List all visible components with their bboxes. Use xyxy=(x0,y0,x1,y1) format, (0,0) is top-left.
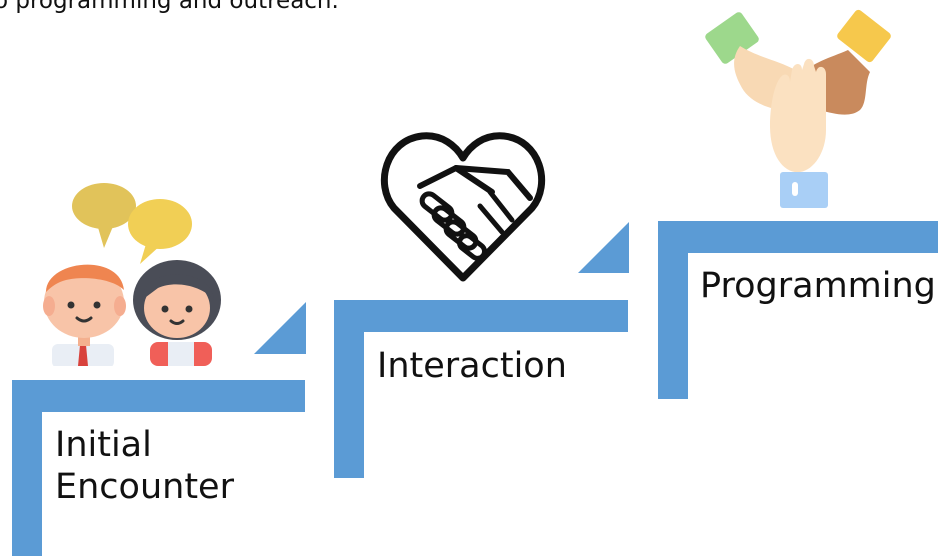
heart-handshake-icon xyxy=(380,132,546,282)
step-1-arrow-triangle xyxy=(254,302,306,354)
stacked-hands-icon xyxy=(705,9,891,208)
step-1-top-bar xyxy=(12,380,305,412)
step-1-label: Initial Encounter xyxy=(55,424,234,508)
people-talking-icon xyxy=(43,183,221,366)
step-2-arrow-triangle xyxy=(578,222,629,273)
step-1-left-bar xyxy=(12,380,42,556)
intro-text: o programming and outreach. xyxy=(0,0,339,14)
step-2-left-bar xyxy=(334,300,364,478)
step-1-label-line-2: Encounter xyxy=(55,467,234,507)
step-2-label: Interaction xyxy=(377,346,567,386)
step-3-label: Programming xyxy=(700,266,936,306)
step-3-top-bar xyxy=(658,221,938,253)
step-2-top-bar xyxy=(334,300,628,332)
step-3-left-bar xyxy=(658,221,688,399)
step-1-label-line-1: Initial xyxy=(55,425,152,465)
